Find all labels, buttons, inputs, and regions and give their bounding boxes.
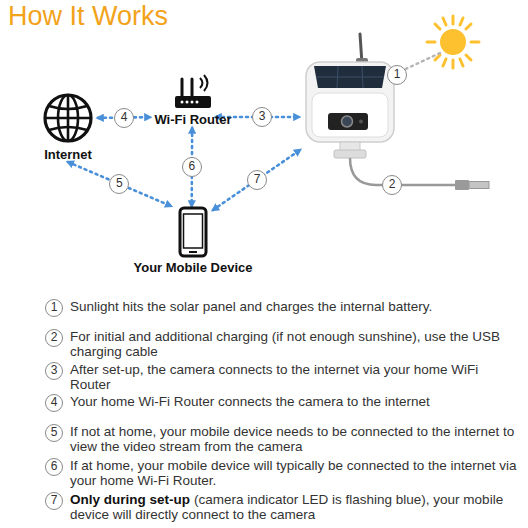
globe-parallel: [45, 117, 91, 120]
usb-cable: [350, 158, 456, 185]
panel-grid: [316, 77, 384, 78]
sun-ray: [452, 16, 455, 24]
camera-visor: [312, 93, 388, 137]
sun-ray: [435, 55, 440, 60]
list-number: 2: [45, 329, 63, 347]
router-light: [196, 101, 199, 104]
sun-ray: [427, 41, 435, 44]
wifi-wave: [200, 78, 203, 88]
phone-outline: [180, 208, 206, 256]
list-text: Sunlight hits the solar panel and charge…: [70, 300, 522, 315]
phone-icon: [128, 206, 258, 258]
list-text-emphasis: Only during set-up: [70, 492, 194, 507]
device-node: Your Mobile Device: [128, 206, 258, 278]
sun-ray: [443, 18, 446, 25]
list-number: 4: [45, 394, 63, 412]
list-number: 5: [45, 424, 63, 442]
list-number: 7: [45, 492, 63, 510]
list-number: 6: [45, 458, 63, 476]
title: How It Works: [8, 1, 168, 32]
device-node: Wi-Fi Router: [150, 74, 236, 128]
list-text-line: Only during set-up(camera indicator LED …: [70, 493, 522, 522]
sun-ray: [452, 60, 455, 68]
globe-parallel: [49, 127, 87, 130]
phone-button: [189, 251, 197, 253]
usb-connector: [469, 182, 489, 189]
router-light: [181, 101, 184, 104]
callout-number: 6: [182, 157, 202, 177]
camera-led: [359, 120, 363, 124]
phone-screen: [184, 214, 203, 248]
sun-ray: [460, 18, 463, 25]
globe-parallel: [49, 106, 87, 109]
node-label: Internet: [18, 147, 118, 162]
sun-disc: [440, 29, 466, 55]
list-text: If at home, your mobile device will typi…: [70, 459, 522, 488]
list-number: 1: [45, 299, 63, 317]
callout-number: 1: [387, 65, 407, 85]
camera-lens: [342, 116, 353, 127]
sun-ray: [435, 24, 440, 29]
sun-rays: [427, 16, 479, 68]
usb-plug: [455, 180, 469, 190]
sun-ray: [471, 41, 479, 44]
callout-number: 3: [252, 107, 272, 127]
device-node: Internet: [38, 92, 98, 162]
list-text: For initial and additional charging (if …: [70, 330, 522, 359]
callout-number: 2: [382, 175, 402, 195]
callout-number: 4: [114, 108, 134, 128]
router-light: [186, 101, 189, 104]
network-connector: [68, 162, 171, 206]
node-label: Wi-Fi Router: [130, 112, 256, 127]
callout-number: 5: [109, 174, 129, 194]
router-icon: [150, 74, 236, 112]
sun-ray: [443, 59, 446, 66]
list-text: If not at home, your mobile device needs…: [70, 425, 522, 454]
list-text: Your home Wi-Fi Router connects the came…: [70, 395, 522, 410]
sun-ray: [466, 55, 471, 60]
globe-outline: [45, 95, 91, 141]
direct-link-line: [213, 150, 300, 210]
list-number: 3: [45, 362, 63, 380]
wifi-wave: [204, 75, 208, 91]
sun-icon: [427, 16, 479, 68]
router-antenna: [181, 79, 184, 96]
sun-ray: [466, 24, 471, 29]
callout-number: 7: [247, 170, 267, 190]
router-body: [175, 96, 211, 108]
router-antenna: [191, 79, 194, 96]
sun-ray: [460, 59, 463, 66]
node-label: Your Mobile Device: [108, 260, 278, 275]
globe-icon: [38, 92, 98, 146]
camera-illustration: [306, 34, 394, 158]
lens-bezel: [328, 113, 368, 130]
camera-mount-base: [334, 150, 366, 158]
list-text: After set-up, the camera connects to the…: [70, 363, 522, 392]
camera-body: [306, 62, 394, 142]
solar-panel: [314, 66, 386, 88]
router-light: [191, 101, 194, 104]
